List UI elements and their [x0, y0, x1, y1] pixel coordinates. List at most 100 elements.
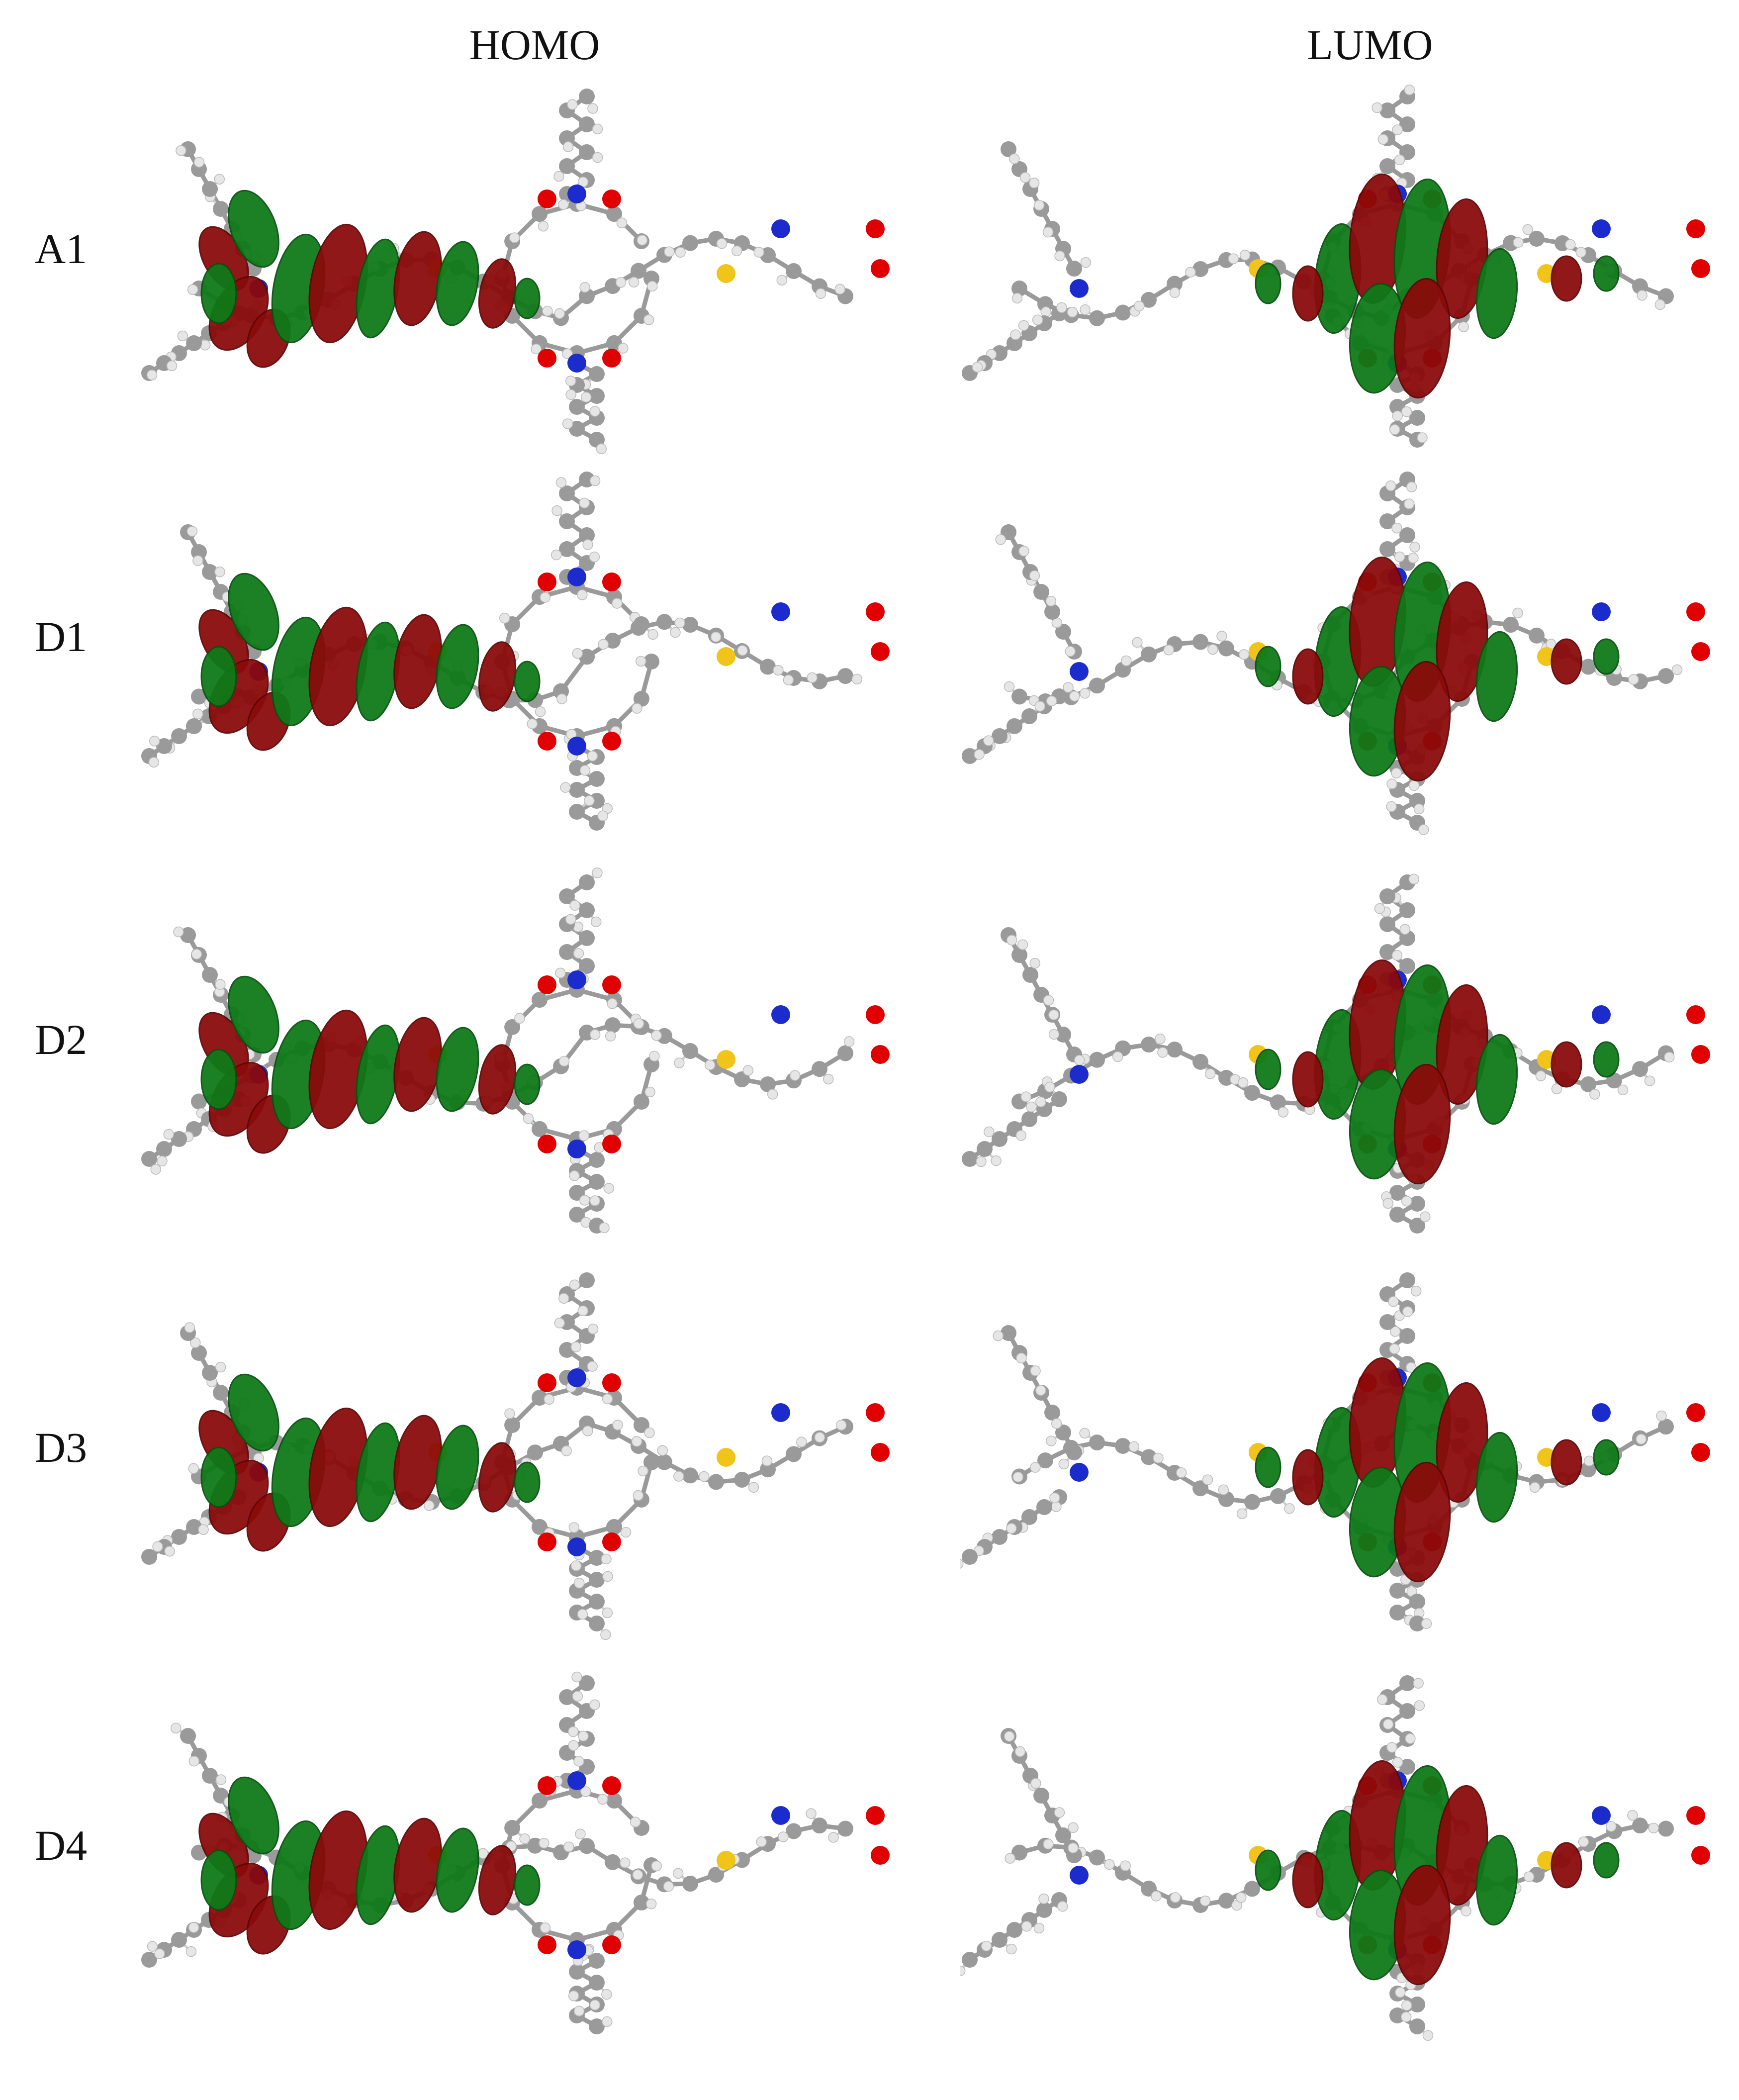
hydrogen-atom	[737, 645, 748, 656]
orbital-lobe-negative	[1475, 631, 1518, 722]
carbon-atom	[171, 1932, 187, 1948]
orbital-lobe-negative	[1593, 1439, 1620, 1476]
hydrogen-atom	[974, 749, 985, 760]
orbital-lobe-negative	[1593, 1041, 1620, 1078]
carbon-atom	[569, 804, 585, 820]
oxygen-atom	[1686, 1005, 1705, 1024]
hydrogen-atom	[1374, 903, 1385, 914]
carbon-atom	[589, 1572, 605, 1588]
hydrogen-atom	[592, 123, 603, 135]
carbon-atom	[1658, 1419, 1674, 1435]
hydrogen-atom	[558, 1293, 569, 1304]
carbon-atom	[1270, 1094, 1286, 1111]
hydrogen-atom	[789, 1070, 801, 1081]
hydrogen-atom	[1199, 1895, 1211, 1907]
oxygen-atom	[1691, 1045, 1710, 1064]
hydrogen-atom	[1391, 522, 1402, 534]
oxygen-atom	[538, 190, 556, 208]
hydrogen-atom	[828, 1832, 839, 1843]
carbon-atom	[579, 144, 595, 160]
hydrogen-atom	[570, 1560, 582, 1571]
carbon-atom	[191, 1345, 207, 1361]
hydrogen-atom	[568, 1726, 579, 1737]
carbon-atom	[656, 614, 672, 630]
hydrogen-atom	[960, 1558, 964, 1569]
hydrogen-atom	[1030, 1365, 1041, 1376]
hydrogen-atom	[1074, 1054, 1085, 1066]
hydrogen-atom	[633, 1490, 644, 1501]
hydrogen-atom	[1418, 824, 1429, 835]
carbon-atom	[559, 485, 575, 501]
carbon-atom	[977, 1141, 993, 1157]
oxygen-atom	[538, 732, 556, 751]
hydrogen-atom	[601, 1553, 612, 1565]
hydrogen-atom	[542, 305, 553, 317]
hydrogen-atom	[1513, 237, 1524, 248]
carbon-atom	[559, 944, 575, 960]
oxygen-atom	[1686, 602, 1705, 621]
hydrogen-atom	[651, 1860, 662, 1872]
nitrogen-atom	[567, 354, 586, 373]
carbon-atom	[1409, 1997, 1425, 2012]
orbital-lobe-positive	[1393, 1864, 1451, 1986]
hydrogen-atom	[1017, 939, 1028, 950]
hydrogen-atom	[1392, 410, 1403, 421]
sulfur-atom	[717, 1448, 735, 1467]
hydrogen-atom	[1079, 1428, 1090, 1439]
hydrogen-atom	[1176, 1467, 1187, 1478]
hydrogen-atom	[1606, 1821, 1617, 1832]
carbon-atom	[1055, 1425, 1071, 1440]
hydrogen-atom	[1033, 1922, 1045, 1934]
hydrogen-atom	[637, 235, 648, 246]
carbon-atom	[633, 1094, 649, 1110]
nitrogen-atom	[1592, 219, 1611, 238]
carbon-atom	[1051, 1091, 1067, 1107]
carbon-atom	[1021, 1111, 1037, 1127]
hydrogen-atom	[645, 1899, 657, 1909]
hydrogen-atom	[215, 979, 226, 990]
hydrogen-atom	[773, 665, 784, 676]
hydrogen-atom	[1046, 1435, 1057, 1446]
hydrogen-atom	[1006, 1943, 1017, 1955]
hydrogen-atom	[1018, 320, 1029, 331]
hydrogen-atom	[582, 539, 593, 550]
hydrogen-atom	[1404, 84, 1415, 95]
orbital-lobe-negative	[1475, 248, 1518, 339]
carbon-atom	[1011, 688, 1027, 705]
carbon-atom	[633, 616, 649, 632]
orbital-lobe-positive	[1551, 1842, 1582, 1889]
hydrogen-atom	[1010, 329, 1021, 340]
atoms	[141, 472, 890, 831]
carbon-atom	[1044, 1405, 1060, 1421]
hydrogen-atom	[592, 867, 603, 878]
hydrogen-atom	[1391, 950, 1403, 961]
hydrogen-atom	[587, 1361, 598, 1372]
oxygen-atom	[538, 1776, 556, 1795]
hydrogen-atom	[572, 648, 583, 659]
hydrogen-atom	[636, 656, 646, 667]
carbon-atom	[1379, 158, 1395, 174]
hydrogen-atom	[1656, 1410, 1667, 1422]
hydrogen-atom	[1185, 267, 1196, 278]
oxygen-atom	[871, 259, 890, 278]
orbital-homo-d1	[139, 463, 935, 841]
hydrogen-atom	[147, 1941, 158, 1952]
hydrogen-atom	[1408, 552, 1419, 564]
carbon-atom	[1192, 1480, 1208, 1497]
oxygen-atom	[538, 1935, 556, 1954]
row-label-d2: D2	[35, 1016, 88, 1063]
orbital-lobe-negative	[514, 661, 541, 702]
hydrogen-atom	[567, 99, 578, 110]
hydrogen-atom	[587, 103, 598, 114]
hydrogen-atom	[1565, 239, 1576, 250]
hydrogen-atom	[570, 1341, 582, 1352]
orbital-lobe-negative	[200, 646, 237, 707]
hydrogen-atom	[1020, 1091, 1032, 1102]
hydrogen-atom	[1413, 1678, 1424, 1689]
orbital-lobe-negative	[1475, 1034, 1518, 1125]
hydrogen-atom	[1417, 432, 1428, 443]
carbon-atom	[589, 1152, 605, 1168]
orbital-lobe-negative	[200, 1446, 237, 1508]
hydrogen-atom	[1284, 1503, 1295, 1514]
hydrogen-atom	[215, 1361, 226, 1373]
